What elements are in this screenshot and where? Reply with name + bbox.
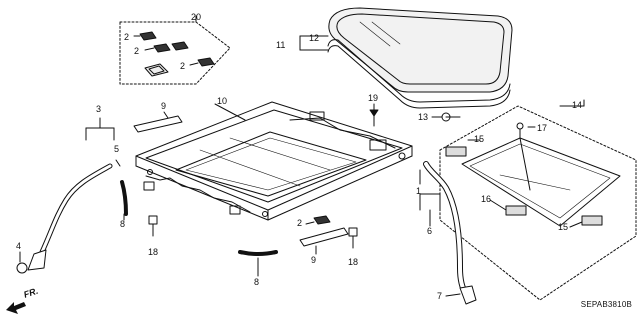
callout-18: 18 xyxy=(148,247,159,257)
callout-9: 9 xyxy=(161,101,167,111)
bolt-19 xyxy=(369,103,379,127)
clip-fastener xyxy=(148,215,358,249)
callout-5: 5 xyxy=(114,144,120,154)
callout-11: 11 xyxy=(276,40,286,50)
callout-17: 17 xyxy=(537,123,548,133)
callout-2: 2 xyxy=(297,218,303,228)
callout-10: 10 xyxy=(217,96,228,106)
screw-13 xyxy=(431,112,461,122)
callout-14: 14 xyxy=(572,100,583,110)
glass-panel xyxy=(299,7,513,109)
diagram-code: SEPAB3810B xyxy=(580,300,632,309)
callout-2: 2 xyxy=(180,61,186,71)
callout-13: 13 xyxy=(418,112,429,122)
elbow-hose xyxy=(120,180,278,277)
sunroof-frame xyxy=(135,101,413,221)
callout-2: 2 xyxy=(124,32,130,42)
callout-15: 15 xyxy=(558,222,569,232)
callout-4: 4 xyxy=(16,241,22,251)
callout-9: 9 xyxy=(311,255,317,265)
callout-2: 2 xyxy=(134,46,140,56)
callout-12: 12 xyxy=(309,33,320,43)
drive-assembly xyxy=(439,99,637,301)
drain-hose-right xyxy=(419,161,477,305)
callout-18: 18 xyxy=(348,257,359,267)
bracket xyxy=(133,111,349,255)
callout-3: 3 xyxy=(96,104,102,114)
callout-8: 8 xyxy=(120,219,126,229)
callout-8: 8 xyxy=(254,277,260,287)
pad-part xyxy=(139,31,215,77)
callout-15: 15 xyxy=(474,134,485,144)
callout-19: 19 xyxy=(368,93,379,103)
front-direction-arrow-icon xyxy=(6,302,26,314)
drain-hose-left xyxy=(16,117,121,274)
callout-1: 1 xyxy=(416,186,422,196)
callout-7: 7 xyxy=(437,291,443,301)
callout-6: 6 xyxy=(427,226,433,236)
kit-box-20 xyxy=(119,15,231,85)
callout-20: 20 xyxy=(191,12,202,22)
callout-16: 16 xyxy=(481,194,492,204)
